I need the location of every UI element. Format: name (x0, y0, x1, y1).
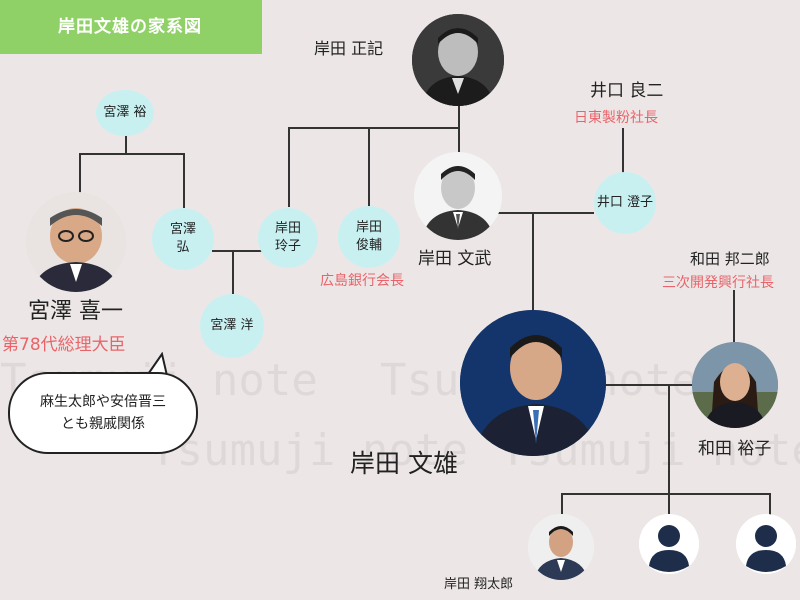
connector-line (288, 127, 460, 129)
person-portrait-icon (460, 310, 606, 456)
person-name-miyazawa-yo: 宮澤 洋 (210, 318, 254, 333)
person-name-line: 俊輔 (355, 238, 382, 253)
person-title-miyazawa-kiichi: 第78代総理大臣 (2, 335, 126, 355)
person-name-line: 宮澤 (169, 222, 196, 237)
connector-line (668, 493, 670, 515)
portrait-kishida-shotaro (528, 514, 594, 580)
connector-line (79, 153, 81, 193)
person-name-kishida-masaki: 岸田 正記 (314, 39, 384, 58)
portrait-miyazawa-kiichi (26, 192, 126, 292)
connector-line (458, 127, 460, 155)
person-title-inokuchi-ryoji: 日東製粉社長 (574, 110, 658, 126)
person-silhouette-icon (639, 514, 699, 574)
person-node-miyazawa-hiroshi: 宮澤 弘 (152, 208, 214, 270)
watermark: Tsumuji note (150, 425, 468, 476)
person-portrait-icon (528, 514, 594, 580)
connector-line (498, 212, 594, 214)
note-bubble: 麻生太郎や安倍晋三 とも親戚関係 (8, 372, 198, 454)
person-silhouette-icon (639, 514, 699, 574)
connector-line (125, 134, 127, 154)
person-silhouette-icon (736, 514, 796, 574)
note-line: 麻生太郎や安倍晋三 (40, 394, 166, 410)
person-name-kishida-fumitake: 岸田 文武 (418, 249, 492, 269)
portrait-wada-yuko (692, 342, 778, 428)
connector-line (532, 212, 534, 312)
connector-line (458, 103, 460, 128)
person-silhouette-icon (736, 514, 796, 574)
person-name-line: 岸田 (355, 220, 382, 235)
person-name-line: 玲子 (274, 239, 301, 254)
person-portrait-icon (692, 342, 778, 428)
connector-line (288, 127, 290, 207)
person-portrait-icon (414, 152, 502, 240)
connector-line (79, 153, 185, 155)
person-name-miyazawa-yutaka: 宮澤 裕 (103, 105, 147, 120)
person-name-wada-yuko: 和田 裕子 (698, 439, 772, 459)
connector-line (598, 384, 696, 386)
person-name-line: 弘 (176, 240, 190, 255)
connector-line (733, 290, 735, 342)
person-node-kishida-reiko: 岸田 玲子 (258, 208, 318, 268)
note-line: とも親戚関係 (61, 416, 145, 432)
connector-line (212, 250, 262, 252)
person-name-inokuchi-ryoji: 井口 良二 (590, 81, 664, 101)
person-node-miyazawa-yo: 宮澤 洋 (200, 294, 264, 358)
portrait-kishida-fumio (460, 310, 606, 456)
person-node-miyazawa-yutaka: 宮澤 裕 (96, 90, 154, 136)
portrait-kishida-fumitake (414, 152, 502, 240)
connector-line (183, 153, 185, 208)
person-title-kishida-shunsuke: 広島銀行会長 (320, 273, 404, 289)
person-name-line: 岸田 (274, 221, 301, 236)
person-name-miyazawa-kiichi: 宮澤 喜一 (28, 299, 123, 324)
person-node-kishida-shunsuke: 岸田 俊輔 (338, 206, 400, 268)
person-node-inokuchi-sumiko: 井口 澄子 (594, 172, 656, 234)
person-title-wada-kunijiro: 三次開発興行社長 (662, 275, 774, 291)
person-name-kishida-fumio: 岸田 文雄 (350, 449, 458, 478)
connector-line (668, 384, 670, 494)
person-name-inokuchi-sumiko: 井口 澄子 (596, 195, 654, 210)
connector-line (622, 128, 624, 186)
person-name-kishida-shotaro: 岸田 翔太郎 (444, 577, 514, 592)
connector-line (769, 493, 771, 515)
person-name-wada-kunijiro: 和田 邦二郎 (690, 250, 770, 268)
person-portrait-icon (26, 192, 126, 292)
connector-line (561, 493, 771, 495)
page-title: 岸田文雄の家系図 (0, 0, 262, 54)
portrait-kishida-masaki (412, 14, 504, 106)
connector-line (232, 250, 234, 294)
connector-line (368, 127, 370, 207)
connector-line (561, 493, 563, 515)
person-portrait-icon (412, 14, 504, 106)
